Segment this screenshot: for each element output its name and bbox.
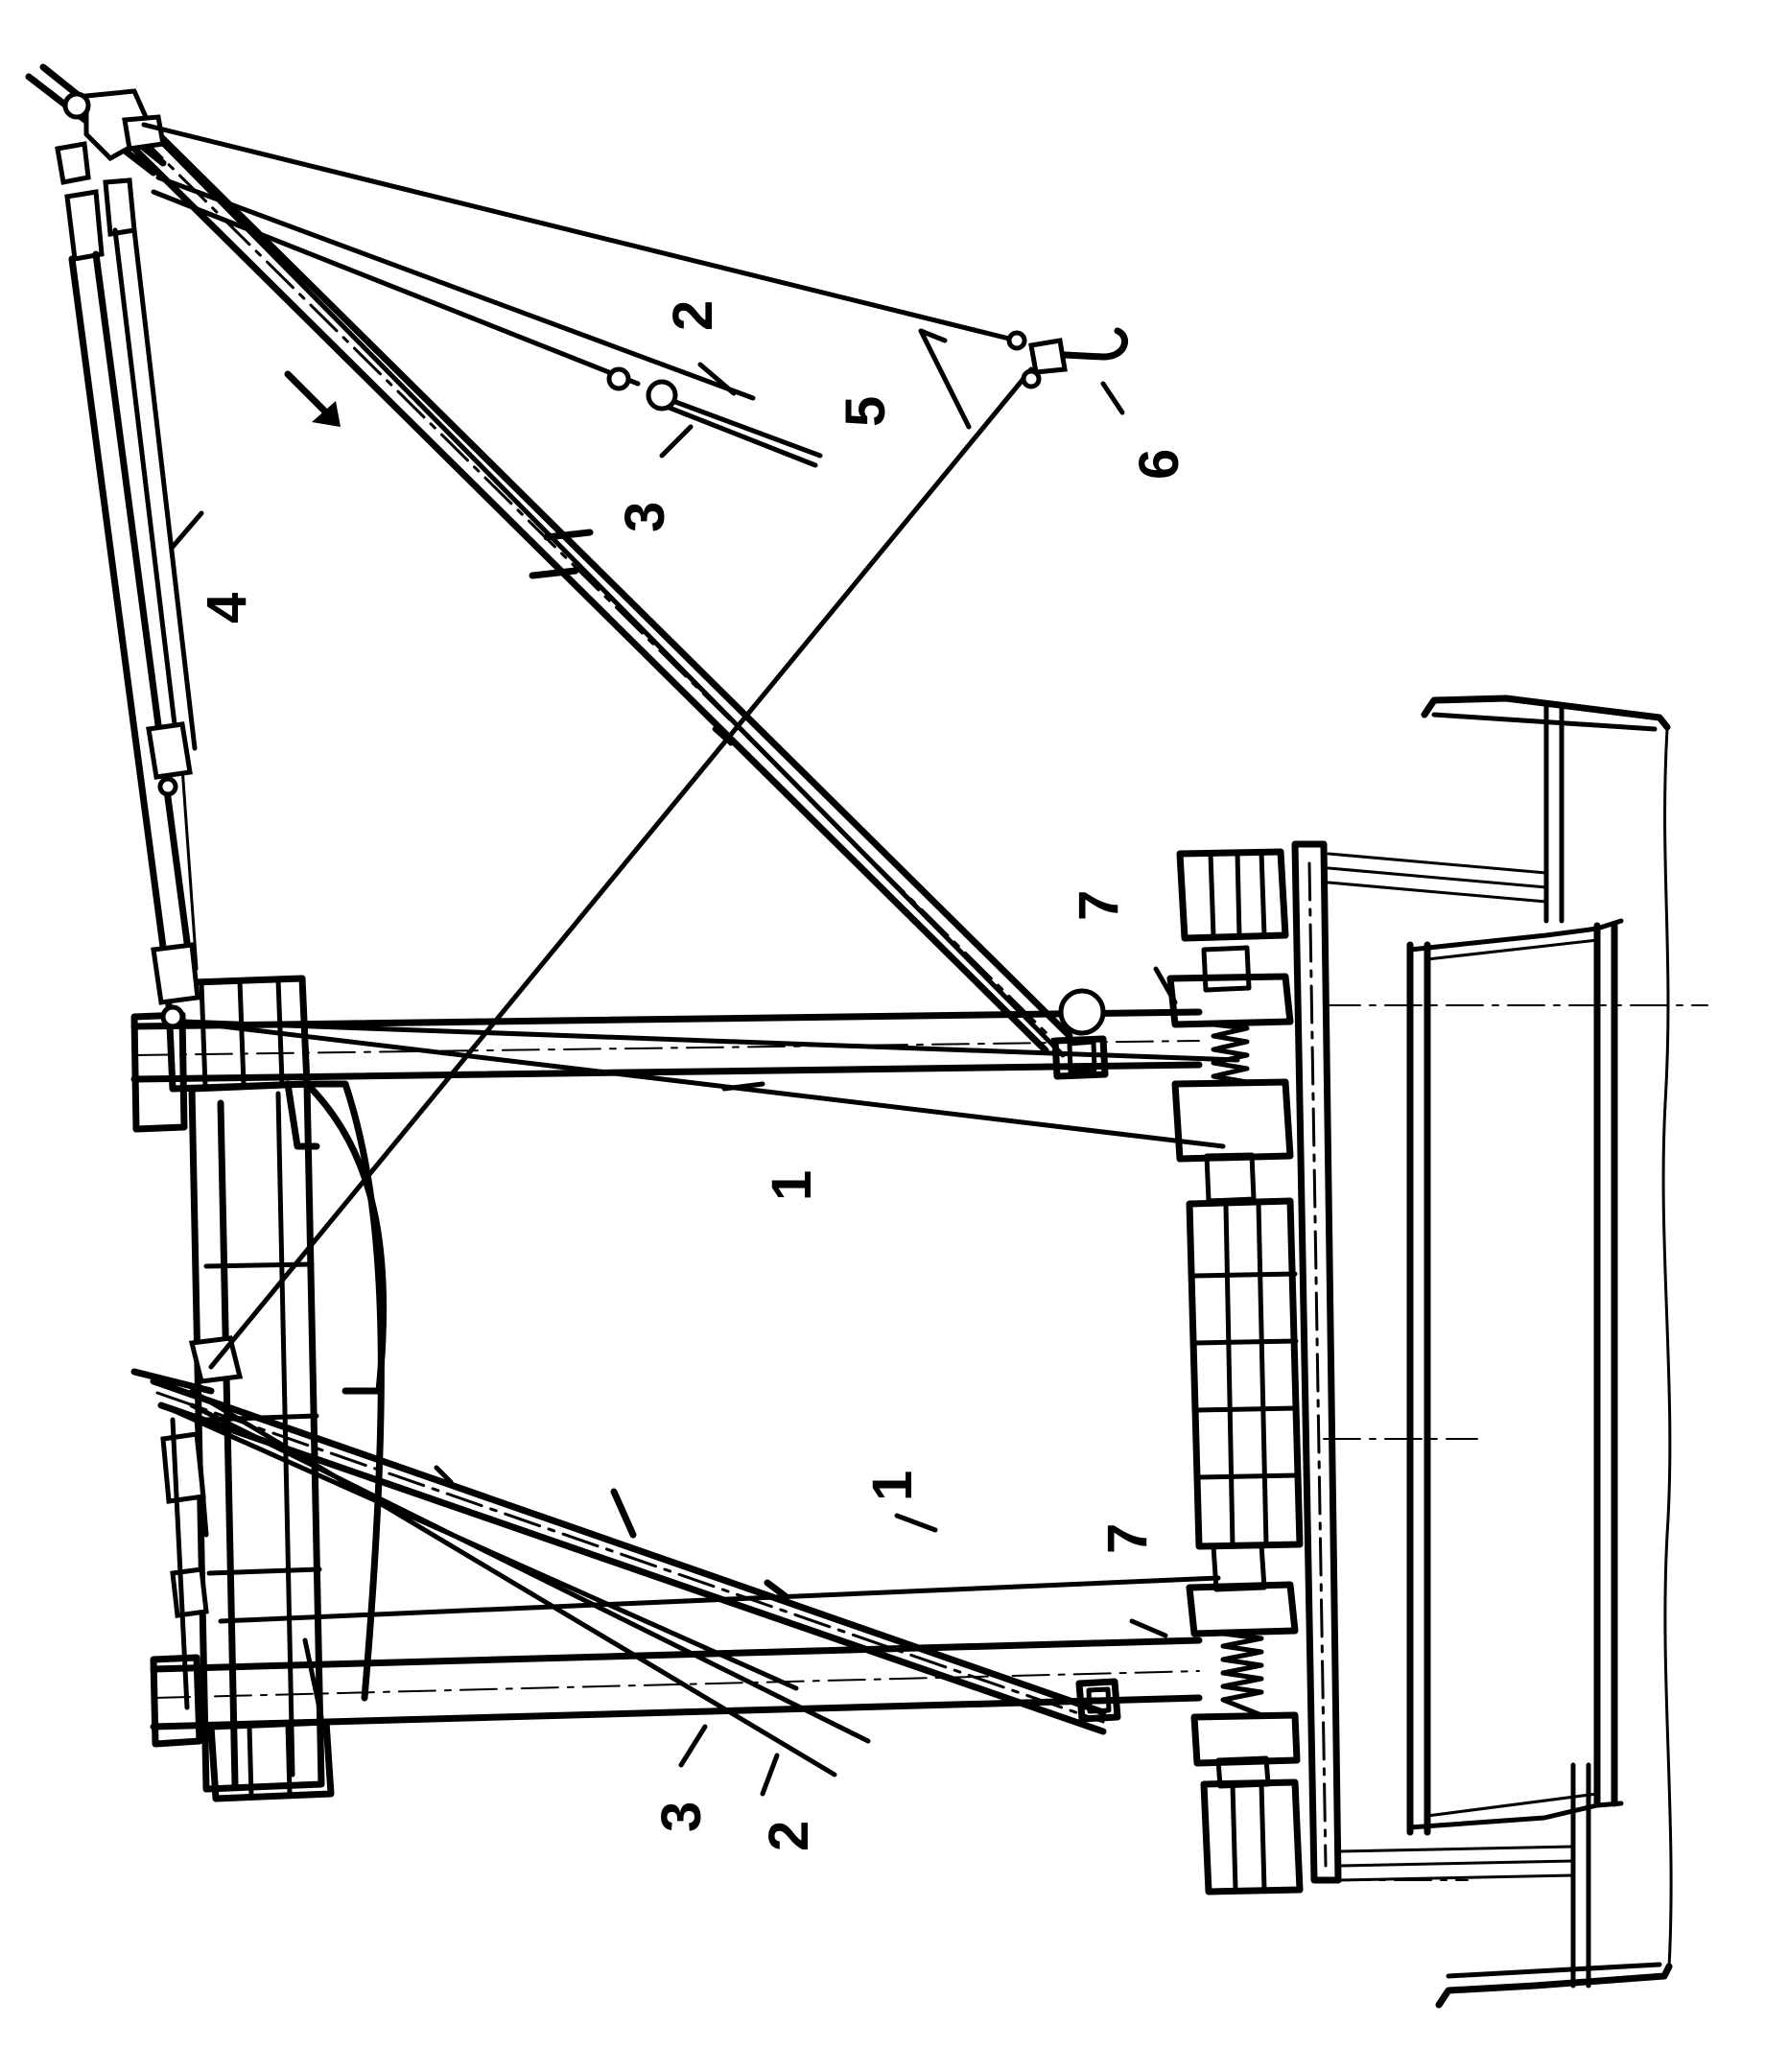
turntable-plate [1176, 840, 1342, 1895]
label-3-upper: 3 [614, 502, 676, 532]
callout-labels: 2 3 5 6 4 7 1 1 7 3 2 [196, 300, 1190, 1851]
ropes [141, 122, 1240, 1778]
label-1-lower: 1 [861, 1471, 924, 1501]
hook-block [1006, 327, 1129, 389]
lower-boom [130, 1335, 1121, 1735]
leader-lines [170, 328, 1178, 1797]
slewing-bearing [1166, 945, 1301, 1789]
upper-boom-head [25, 63, 167, 262]
base-structure [1323, 695, 1708, 2009]
label-1-upper: 1 [761, 1170, 823, 1201]
portal-frame [130, 975, 1203, 1802]
label-5: 5 [835, 396, 897, 427]
label-2-upper: 2 [662, 300, 724, 331]
label-3-lower: 3 [650, 1801, 713, 1832]
label-2-lower: 2 [758, 1821, 820, 1851]
label-4: 4 [196, 593, 258, 624]
upper-boom [121, 121, 1109, 1080]
label-7-upper: 7 [1068, 890, 1130, 921]
label-7-lower: 7 [1096, 1523, 1159, 1554]
luffing-strut [68, 227, 200, 1029]
label-6: 6 [1128, 449, 1190, 480]
